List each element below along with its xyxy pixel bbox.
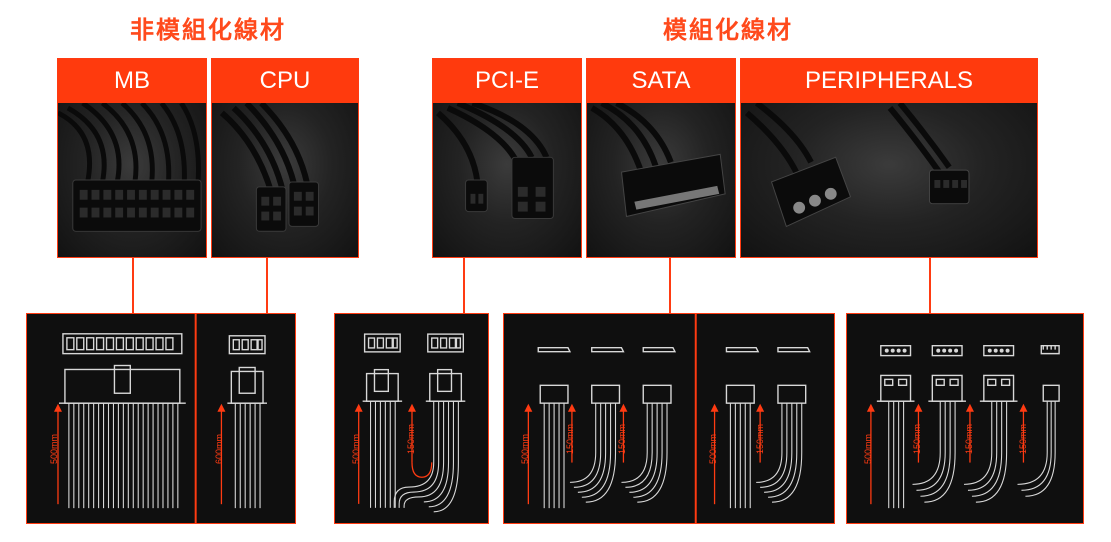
panel-sata: 500mm 150mm 150mm 500mm 150mm [503,313,835,524]
card-pcie: PCI-E [432,58,582,258]
sata2-branch1-length: 150mm [755,423,765,454]
sata1-main-length: 500mm [520,433,530,464]
card-pcie-label: PCI-E [433,59,581,103]
card-sata: SATA [586,58,736,258]
sata-connector-photo [587,103,735,257]
card-cpu-label: CPU [212,59,358,103]
per-branch1-length: 150mm [912,423,922,454]
cpu-length-label: 600mm [214,433,224,464]
peripherals-connector-photo [741,103,1037,257]
modular-title: 模組化線材 [663,16,793,44]
panel-pcie: 500mm 150mm [334,313,489,524]
cpu-connector-photo [212,103,358,257]
sata1-branch2-length: 150mm [617,423,627,454]
card-peripherals: PERIPHERALS [740,58,1038,258]
sata1-branch1-length: 150mm [565,423,575,454]
sata2-main-length: 500mm [708,433,718,464]
connector-line-peripherals [929,258,931,313]
card-peripherals-label: PERIPHERALS [741,59,1037,103]
mb-length-label: 500mm [49,433,59,464]
connector-line-pcie [463,258,465,313]
connector-line-sata [669,258,671,313]
pcie-branch-length: 150mm [406,423,416,454]
panel-peripherals: 500mm 150mm 150mm 150mm [846,313,1084,524]
per-branch3-length: 150mm [1018,423,1028,454]
per-branch2-length: 150mm [964,423,974,454]
card-mb-label: MB [58,59,206,103]
connector-line-cpu [266,258,268,313]
pcie-main-length: 500mm [351,433,361,464]
panel-mb-cpu: 500mm 600mm [26,313,296,524]
card-mb: MB [57,58,207,258]
per-main-length: 500mm [863,433,873,464]
connector-line-mb [132,258,134,313]
pcie-connector-photo [433,103,581,257]
card-cpu: CPU [211,58,359,258]
mb-connector-photo [58,103,206,257]
card-sata-label: SATA [587,59,735,103]
non-modular-title: 非模組化線材 [130,16,286,44]
